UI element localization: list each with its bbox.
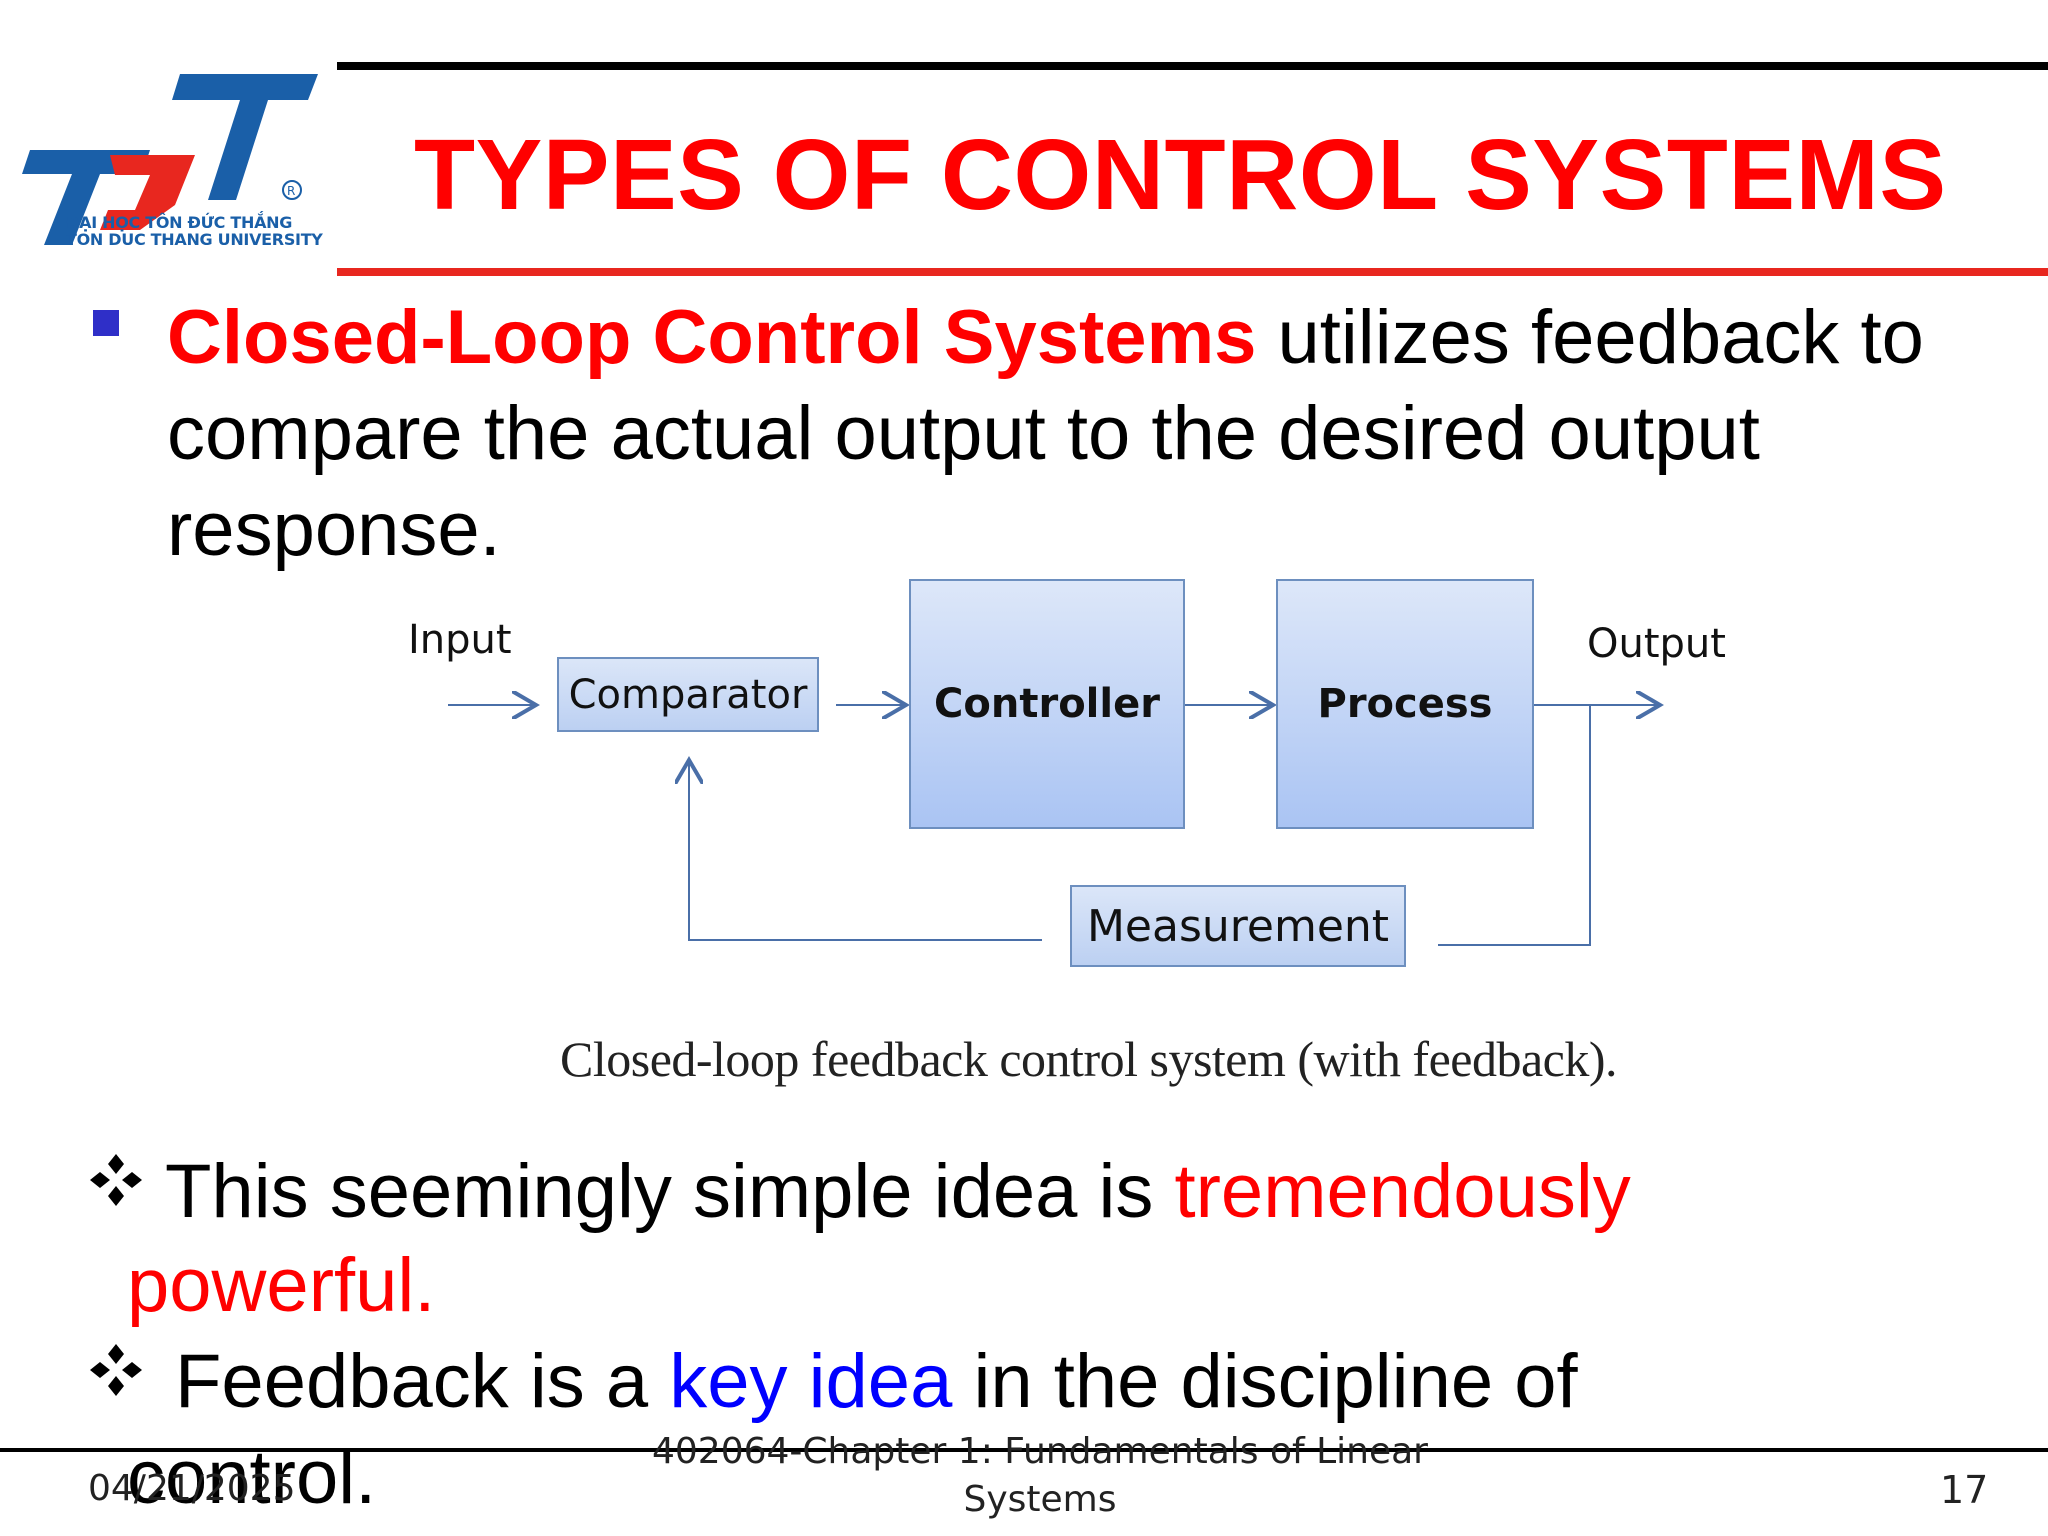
controller-box: Controller <box>909 579 1185 829</box>
feedback-text-2: in the discipline of <box>952 1339 1578 1424</box>
footer-rule <box>0 1448 2048 1452</box>
input-label: Input <box>408 617 512 663</box>
square-bullet-icon <box>93 310 119 336</box>
closed-loop-diagram: Input Output Comparator Controller Proce… <box>380 565 1780 985</box>
bullet-simple-idea: This seemingly simple idea is tremendous… <box>165 1145 1965 1239</box>
feedback-text-1: Feedback is a <box>175 1339 670 1424</box>
university-name-line2: TON DUC THANG UNIVERSITY <box>66 230 323 249</box>
comparator-label: Comparator <box>568 671 808 718</box>
controller-label: Controller <box>934 681 1160 727</box>
simple-idea-highlight: tremendously <box>1174 1149 1631 1234</box>
slide-title: TYPES OF CONTROL SYSTEMS <box>414 119 1947 231</box>
measurement-label: Measurement <box>1086 900 1390 952</box>
diamond-bullet-icon <box>90 1344 142 1396</box>
process-label: Process <box>1317 681 1493 727</box>
feedback-path-right <box>1438 705 1591 946</box>
bullet-closed-loop: Closed-Loop Control Systems utilizes fee… <box>167 290 1947 578</box>
output-label: Output <box>1587 621 1726 667</box>
measurement-box: Measurement <box>1070 885 1406 967</box>
comparator-box: Comparator <box>557 657 819 732</box>
diagram-caption: Closed-loop feedback control system (wit… <box>560 1031 1617 1087</box>
footer-date: 04/21/2025 <box>88 1468 296 1509</box>
closed-loop-term: Closed-Loop Control Systems <box>167 295 1257 380</box>
closed-loop-description: utilizes feedback to compare the actual … <box>167 295 1924 572</box>
diagram-connectors <box>448 565 1780 946</box>
simple-idea-text: This seemingly simple idea is <box>165 1149 1175 1234</box>
process-box: Process <box>1276 579 1534 829</box>
title-underline <box>337 268 2048 276</box>
feedback-path-left <box>689 760 1042 941</box>
simple-idea-continuation: powerful. <box>127 1243 436 1328</box>
university-name: ĐẠI HỌC TÔN ĐỨC THẮNG TON DUC THANG UNIV… <box>66 214 326 248</box>
university-name-line1: ĐẠI HỌC TÔN ĐỨC THẮNG <box>66 213 293 232</box>
footer-course-title: 402064-Chapter 1: Fundamentals of Linear… <box>652 1431 1428 1520</box>
key-idea-highlight: key idea <box>669 1339 953 1424</box>
bullet-feedback-key: Feedback is a key idea in the discipline… <box>175 1335 1975 1429</box>
university-logo: R <box>22 74 318 245</box>
slide-number: 17 <box>1940 1468 1989 1512</box>
diamond-bullet-icon <box>90 1154 142 1206</box>
header-top-rule <box>337 62 2048 70</box>
svg-text:R: R <box>287 184 295 198</box>
